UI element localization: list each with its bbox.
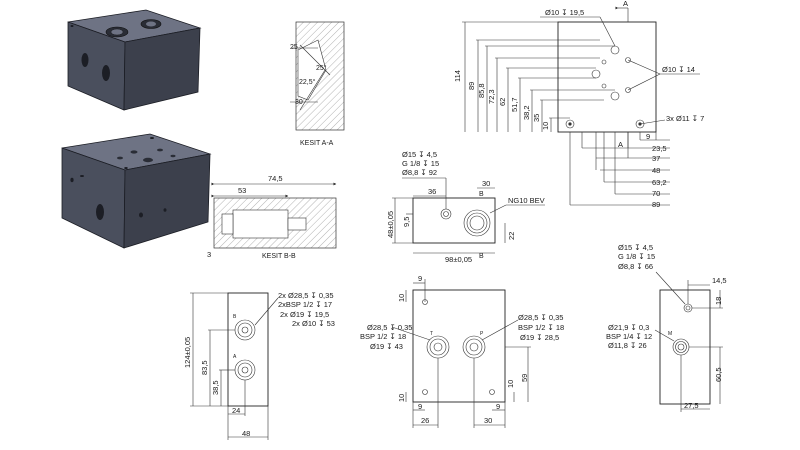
tr-v-858: 85,8	[477, 83, 486, 98]
tr-h-632: 63,2	[652, 178, 667, 187]
bm-port-t: T	[430, 331, 433, 337]
tr-arrow-label: A	[623, 0, 628, 8]
tr-h-37: 37	[652, 154, 660, 163]
mid-width: 98±0,05	[445, 255, 472, 264]
bm-right-callout-1: Ø28,5 ↧ 0,35	[518, 313, 563, 322]
bm-59: 59	[520, 374, 529, 382]
bb-offset: 3	[207, 250, 211, 259]
bl-124: 124±0,05	[183, 337, 192, 368]
bm-10-left: 10	[397, 394, 406, 402]
tr-arrow-label-2: A	[618, 140, 623, 149]
bottom-mid-view: T P 9 10 10 59 10 9 9 26 30 Ø28,5 ↧ 0,35…	[360, 274, 564, 428]
tr-callout-1: Ø10 ↧ 19,5	[545, 8, 584, 17]
tr-h-9: 9	[646, 132, 650, 141]
aa-angle-4: 30	[295, 99, 303, 106]
bl-835: 83,5	[200, 360, 209, 375]
iso-view-top	[67, 9, 202, 111]
aa-title: KESIT A-A	[300, 140, 334, 147]
bm-right-callout-2: BSP 1/2 ↧ 18	[518, 323, 564, 332]
tr-v-62: 62	[498, 98, 507, 106]
section-a-a: 25 22,5° 25° 30 KESIT A-A	[290, 21, 345, 147]
tr-callout-2: Ø10 ↧ 14	[662, 65, 695, 74]
bottom-right-view: M 14,5 18 60,5 27,5 Ø15 ↧ 4,5 G 1/8 ↧ 15…	[606, 243, 727, 412]
bm-left-callout-3: Ø19 ↧ 43	[370, 342, 403, 351]
br-mid-callout-2: BSP 1/4 ↧ 12	[606, 332, 652, 341]
bm-9-br: 9	[496, 402, 500, 411]
br-mid-callout-1: Ø21,9 ↧ 0,3	[608, 323, 649, 332]
aa-angle-3: 25°	[316, 64, 327, 72]
tr-callout-3: 3x Ø11 ↧ 7	[666, 114, 704, 123]
br-275: 27,5	[684, 401, 699, 410]
tr-v-382: 38,2	[522, 105, 531, 120]
top-right-view: 114 89 85,8 72,3 62 51,7 38,2 35 10 9 23…	[453, 0, 704, 209]
tr-v-35: 35	[532, 114, 541, 122]
bb-width: 74,5	[268, 174, 283, 183]
bottom-left-view: B A 124±0,05 83,5 38,5 24 48 2x Ø28,5 ↧ …	[183, 291, 335, 440]
bl-48: 48	[242, 429, 250, 438]
tr-h-89: 89	[652, 200, 660, 209]
mid-22: 22	[507, 232, 516, 240]
bb-inner: 53	[238, 186, 246, 195]
tr-h-70: 70	[652, 189, 660, 198]
tr-v-114: 114	[453, 70, 462, 82]
bm-9-bl: 9	[418, 402, 422, 411]
bm-left-callout-1: Ø28,5 ↧ 0,35	[367, 323, 412, 332]
bm-10-top: 10	[397, 294, 406, 302]
br-145: 14,5	[712, 276, 727, 285]
bm-10-right: 10	[506, 380, 515, 388]
br-port-m: M	[668, 331, 672, 337]
bl-port-b: B	[233, 314, 237, 320]
bl-callout-1: 2x Ø28,5 ↧ 0,35	[278, 291, 334, 300]
mid-height: 48±0,05	[386, 211, 395, 238]
bl-callout-2: 2xBSP 1/2 ↧ 17	[278, 300, 332, 309]
bb-title: KESIT B-B	[262, 253, 296, 260]
bl-port-a: A	[233, 354, 237, 360]
bm-port-p: P	[480, 331, 484, 337]
br-18: 18	[714, 297, 723, 305]
mid-section-b-bottom: B	[479, 253, 484, 260]
mid-36: 36	[428, 187, 436, 196]
tr-h-235: 23,5	[652, 144, 667, 153]
mid-label: NG10 BEV	[508, 196, 545, 205]
bm-left-callout-2: BSP 1/2 ↧ 18	[360, 332, 406, 341]
mid-30: 30	[482, 179, 490, 188]
mid-section-b-top: B	[479, 191, 484, 198]
aa-angle-1: 25	[290, 44, 298, 51]
mid-callout-2: G 1/8 ↧ 15	[402, 159, 439, 168]
bm-30: 30	[484, 416, 492, 425]
bl-callout-4: 2x Ø10 ↧ 53	[292, 319, 335, 328]
mid-view: 48±0,05 9,5 98±0,05 36 30 22 NG10 BEV B …	[386, 150, 545, 264]
tr-h-48: 48	[652, 166, 660, 175]
bm-right-callout-3: Ø19 ↧ 28,5	[520, 333, 559, 342]
bl-385: 38,5	[211, 380, 220, 395]
aa-angle-2: 22,5°	[299, 78, 316, 86]
bm-26: 26	[421, 416, 429, 425]
tr-v-723: 72,3	[487, 89, 496, 104]
iso-view-bottom	[61, 133, 212, 249]
br-605: 60,5	[714, 367, 723, 382]
mid-95: 9,5	[402, 217, 411, 227]
tr-v-89: 89	[467, 82, 476, 90]
bl-24: 24	[232, 406, 240, 415]
section-b-b: 74,5 53 3 KESIT B-B	[207, 174, 337, 260]
tr-v-517: 51,7	[510, 97, 519, 112]
bl-callout-3: 2x Ø19 ↧ 19,5	[280, 310, 329, 319]
br-top-callout-3: Ø8,8 ↧ 66	[618, 262, 653, 271]
br-mid-callout-3: Ø11,8 ↧ 26	[608, 341, 647, 350]
mid-callout-3: Ø8,8 ↧ 92	[402, 168, 437, 177]
tr-v-10: 10	[541, 122, 550, 130]
br-top-callout-2: G 1/8 ↧ 15	[618, 252, 655, 261]
bm-9-top: 9	[418, 274, 422, 283]
mid-callout-1: Ø15 ↧ 4,5	[402, 150, 437, 159]
br-top-callout-1: Ø15 ↧ 4,5	[618, 243, 653, 252]
